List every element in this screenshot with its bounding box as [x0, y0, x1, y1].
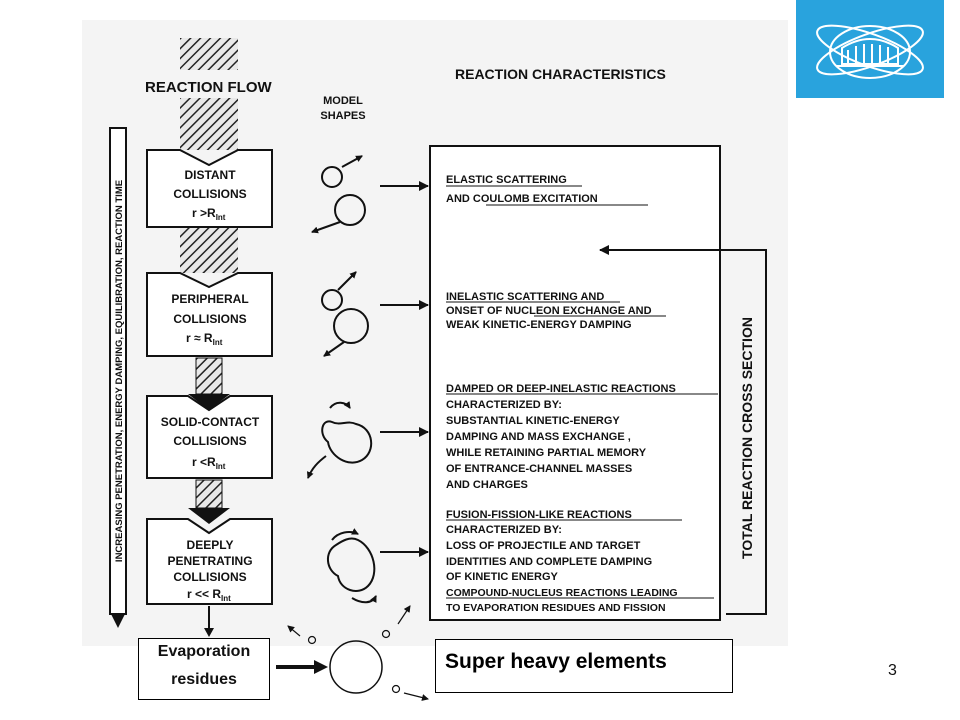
vertical-axis-label: INCREASING PENETRATION, ENERGY DAMPING, …: [114, 180, 125, 562]
evaporation-residues-box: Evaporation residues: [138, 638, 270, 700]
stage-2-line2: COLLISIONS: [173, 312, 246, 326]
model-shapes-title-line2: SHAPES: [320, 110, 365, 122]
stage-box-distant: DISTANT COLLISIONS r >RInt: [146, 149, 273, 228]
total-cross-section-bracket: TOTAL REACTION CROSS SECTION: [599, 245, 767, 615]
char-4-line4: IDENTITIES AND COMPLETE DAMPING: [446, 556, 652, 568]
characteristic-arrows: [380, 181, 429, 557]
char-3-line4: DAMPING AND MASS EXCHANGE ,: [446, 431, 631, 443]
char-1-line2: AND COULOMB EXCITATION: [446, 193, 598, 205]
char-2-line3: WEAK KINETIC-ENERGY DAMPING: [446, 319, 632, 331]
evaporation-residues-line1: Evaporation: [157, 643, 251, 660]
stage-2-line1: PERIPHERAL: [171, 292, 248, 306]
stage-4-line1: DEEPLY: [187, 538, 234, 552]
stage-4-line3: COLLISIONS: [173, 570, 246, 584]
institute-logo-icon: [816, 24, 924, 79]
compound-nucleus-decay: [276, 605, 429, 701]
char-3-line5: WHILE RETAINING PARTIAL MEMORY: [446, 447, 647, 459]
char-4-line5: OF KINETIC ENERGY: [446, 571, 559, 583]
char-2-line1: INELASTIC SCATTERING AND: [446, 291, 604, 303]
stage-4-line4: r << RInt: [187, 587, 231, 603]
char-2-line2: ONSET OF NUCLEON EXCHANGE AND: [446, 305, 652, 317]
stage-2-line3: r ≈ RInt: [186, 331, 223, 347]
page-number: 3: [888, 662, 897, 679]
model-shape-peripheral: [321, 271, 369, 357]
stage-4-line2: PENETRATING: [167, 554, 252, 568]
arrow-to-evaporation-residues: [204, 606, 214, 637]
super-heavy-elements-label: Super heavy elements: [445, 650, 667, 673]
char-4-line1: FUSION-FISSION-LIKE REACTIONS: [446, 509, 632, 521]
char-4-line7: TO EVAPORATION RESIDUES AND FISSION: [446, 602, 666, 614]
institute-logo: [796, 0, 944, 98]
char-3-line6: OF ENTRANCE-CHANNEL MASSES: [446, 463, 632, 475]
evaporation-residues-line2: residues: [171, 671, 237, 688]
super-heavy-elements-box: Super heavy elements: [435, 639, 733, 693]
characteristic-inelastic: INELASTIC SCATTERING AND ONSET OF NUCLEO…: [446, 291, 666, 331]
stage-1-line1: DISTANT: [184, 168, 236, 182]
characteristics-box: [429, 145, 721, 621]
characteristic-deep-inelastic: DAMPED OR DEEP-INELASTIC REACTIONS CHARA…: [446, 383, 718, 491]
model-shape-deeply-penetrating: [327, 528, 377, 604]
char-3-line7: AND CHARGES: [446, 479, 528, 491]
char-4-line2: CHARACTERIZED BY:: [446, 524, 562, 536]
model-shape-solid-contact: [306, 401, 372, 479]
characteristic-fusion-fission: FUSION-FISSION-LIKE REACTIONS CHARACTERI…: [446, 509, 714, 614]
characteristic-elastic: ELASTIC SCATTERING AND COULOMB EXCITATIO…: [446, 174, 648, 206]
stage-1-line2: COLLISIONS: [173, 187, 246, 201]
stage-3-line1: SOLID-CONTACT: [161, 415, 260, 429]
vertical-axis-arrow: INCREASING PENETRATION, ENERGY DAMPING, …: [109, 127, 127, 628]
reaction-flow-title: REACTION FLOW: [145, 79, 272, 96]
stage-box-peripheral: PERIPHERAL COLLISIONS r ≈ RInt: [146, 272, 273, 357]
char-3-line1: DAMPED OR DEEP-INELASTIC REACTIONS: [446, 383, 676, 395]
stage-box-solid-contact: SOLID-CONTACT COLLISIONS r <RInt: [146, 395, 273, 479]
stage-3-line2: COLLISIONS: [173, 434, 246, 448]
hatched-flow-column: [180, 38, 238, 524]
stage-3-line3: r <RInt: [192, 455, 226, 471]
reaction-characteristics-title: REACTION CHARACTERISTICS: [455, 66, 666, 82]
stage-1-line3: r >RInt: [192, 206, 226, 222]
char-3-line3: SUBSTANTIAL KINETIC-ENERGY: [446, 415, 620, 427]
char-4-line3: LOSS OF PROJECTILE AND TARGET: [446, 540, 641, 552]
char-1-line1: ELASTIC SCATTERING: [446, 174, 567, 186]
char-4-line6: COMPOUND-NUCLEUS REACTIONS LEADING: [446, 587, 678, 599]
total-cross-section-label: TOTAL REACTION CROSS SECTION: [739, 317, 755, 559]
stage-box-deeply-penetrating: DEEPLY PENETRATING COLLISIONS r << RInt: [146, 518, 273, 605]
model-shape-distant: [311, 155, 366, 234]
model-shapes-title-line1: MODEL: [323, 95, 363, 107]
char-3-line2: CHARACTERIZED BY:: [446, 399, 562, 411]
